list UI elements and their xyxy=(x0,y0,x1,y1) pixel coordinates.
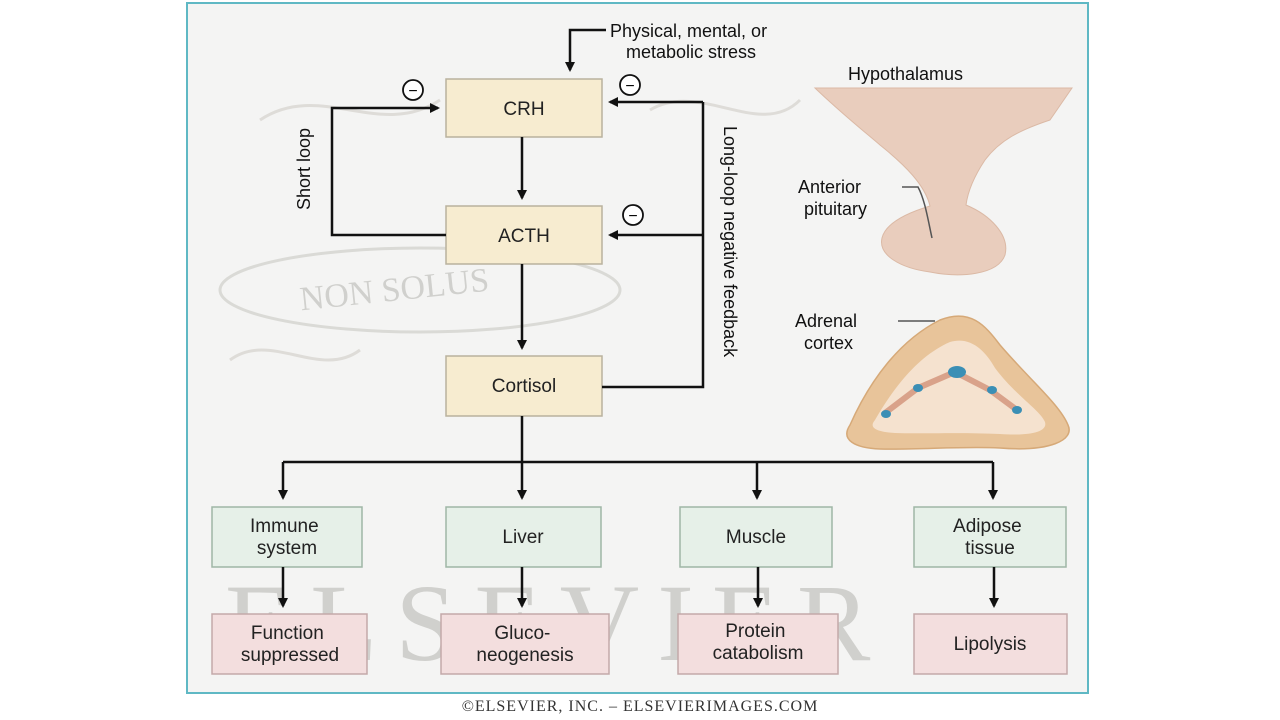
minus-sign: − xyxy=(628,208,637,225)
hypothalamus-pituitary-illustration xyxy=(813,87,1073,276)
muscle-label: Muscle xyxy=(726,527,786,548)
cortisol-box xyxy=(445,355,603,417)
minus-sign: − xyxy=(625,78,634,95)
lipolysis-box xyxy=(913,613,1068,675)
lipolysis-label: Lipolysis xyxy=(954,634,1027,655)
anterior-pituitary-label: Anterior pituitary xyxy=(798,177,867,219)
liver-box xyxy=(445,506,602,568)
cortisol-label: Cortisol xyxy=(492,376,556,397)
stress-label: Physical, mental, or metabolic stress xyxy=(610,21,772,62)
minus-sign: − xyxy=(408,83,417,100)
anterior-pituitary-pointer xyxy=(902,186,933,239)
protein-catabolism-label: Protein catabolism xyxy=(713,621,804,664)
long-loop-acth-inhibition-icon xyxy=(622,204,644,226)
long-loop-crh-inhibition-icon xyxy=(619,74,641,96)
long-loop-line xyxy=(602,102,705,389)
function-suppressed-box xyxy=(211,613,368,675)
protein-catabolism-box xyxy=(677,613,839,675)
gluconeogenesis-label: Gluco- neogenesis xyxy=(476,623,573,666)
acth-label: ACTH xyxy=(498,226,550,247)
crh-label: CRH xyxy=(503,99,544,120)
adrenal-cortex-label: Adrenal cortex xyxy=(795,311,862,353)
gluconeogenesis-box xyxy=(440,613,610,675)
immune-system-box xyxy=(211,506,363,568)
short-loop-label: Short loop xyxy=(294,128,314,210)
stress-arrow xyxy=(565,28,606,72)
long-loop-label: Long-loop negative feedback xyxy=(720,126,740,358)
adrenal-cortex-illustration xyxy=(846,315,1070,450)
function-suppressed-label: Function suppressed xyxy=(241,623,339,666)
hypothalamus-label: Hypothalamus xyxy=(848,64,963,84)
copyright-notice: ©ELSEVIER, INC. – ELSEVIERIMAGES.COM xyxy=(461,698,819,715)
liver-label: Liver xyxy=(502,527,544,548)
immune-system-label: Immune system xyxy=(250,516,324,559)
crh-box xyxy=(445,78,603,138)
watermark-motto: NON SOLUS xyxy=(298,262,491,319)
adipose-tissue-label: Adipose tissue xyxy=(953,516,1027,559)
muscle-box xyxy=(679,506,833,568)
short-loop-inhibition-icon xyxy=(402,79,424,101)
short-loop-arrow xyxy=(330,103,446,237)
acth-box xyxy=(445,205,603,265)
adipose-tissue-box xyxy=(913,506,1067,568)
